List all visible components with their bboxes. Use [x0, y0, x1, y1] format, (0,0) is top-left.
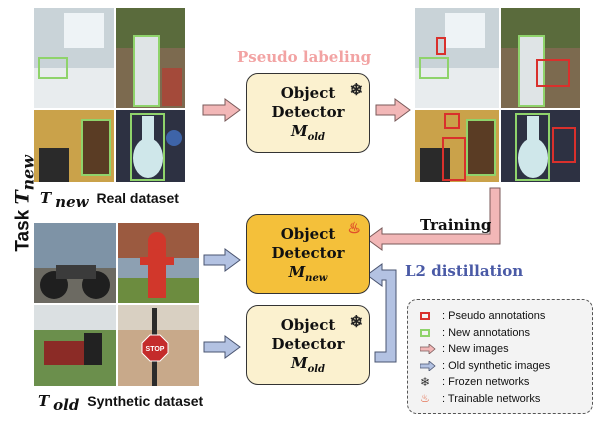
l2-distillation-label: L2 distillation: [405, 262, 524, 280]
detector-old-top: Object Detector Mold ❄: [246, 73, 370, 153]
flame-icon: ♨: [347, 219, 361, 237]
pink-arrow-icon: [420, 344, 436, 355]
svg-text:STOP: STOP: [146, 346, 165, 353]
stop-sign-image: STOP: [118, 305, 199, 386]
legend: : Pseudo annotations : New annotations :…: [407, 299, 593, 414]
motorcycle-image: [34, 223, 116, 303]
snowflake-icon: ❄: [420, 375, 431, 390]
bathroom-image: [34, 8, 114, 108]
pseudo-labeled-image-grid: [415, 8, 580, 182]
pink-arrow-detector-to-pseudo: [375, 98, 411, 122]
pink-arrow-training: [366, 187, 501, 251]
snowflake-icon: ❄: [349, 80, 363, 99]
legend-item: ❄ : Frozen networks: [420, 375, 530, 390]
legend-item: ♨ : Trainable networks: [420, 392, 541, 406]
fire-hydrant-image: [118, 223, 199, 303]
legend-item: : New images: [420, 341, 592, 358]
snowflake-icon: ❄: [349, 312, 363, 331]
green-square-icon: [420, 328, 430, 337]
blue-arrow-synthetic-to-old: [203, 335, 241, 359]
pseudo-labeling-label: Pseudo labeling: [237, 48, 372, 66]
flame-icon: ♨: [420, 393, 430, 406]
legend-item: : Old synthetic images: [420, 358, 592, 375]
vase-image: [116, 110, 185, 182]
real-dataset-image-grid: [34, 8, 185, 182]
legend-item: : New annotations: [420, 325, 592, 342]
synthetic-dataset-image-grid: STOP: [34, 223, 199, 386]
blue-arrow-l2-distillation: [366, 263, 397, 363]
detector-new-middle: Object Detector Mnew ♨: [246, 214, 370, 294]
kitchen-image: [34, 110, 114, 182]
detector-old-bottom: Object Detector Mold ❄: [246, 305, 370, 385]
blue-arrow-synthetic-to-new: [203, 248, 241, 272]
pink-arrow-real-to-detector: [202, 98, 241, 122]
legend-item: : Pseudo annotations: [420, 308, 592, 325]
fridge-image: [116, 8, 185, 108]
red-square-icon: [420, 312, 430, 321]
training-label: Training: [420, 216, 492, 234]
train-image: [34, 305, 116, 386]
blue-arrow-icon: [420, 360, 436, 371]
